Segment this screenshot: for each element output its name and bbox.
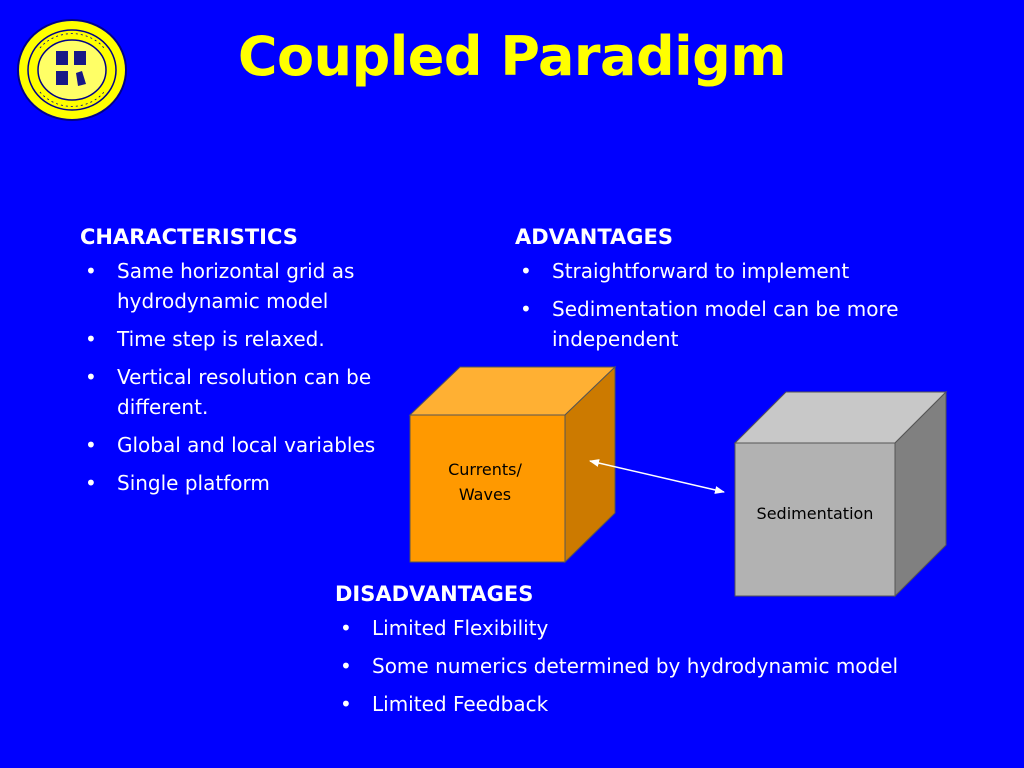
list-item-text: Some numerics determined by hydrodynamic… bbox=[372, 654, 899, 678]
advantages-list: • Straightforward to implement • Sedimenta… bbox=[515, 256, 975, 354]
list-item: • Some numerics determined by hydrodynami… bbox=[335, 651, 1015, 681]
list-item: • Vertical resolution can be different. bbox=[80, 362, 410, 422]
disadvantages-list: • Limited Flexibility • Some numerics dete… bbox=[335, 613, 1015, 719]
bullet-icon: • bbox=[85, 471, 97, 495]
bullet-icon: • bbox=[520, 259, 532, 283]
bullet-icon: • bbox=[340, 616, 352, 640]
bullet-icon: • bbox=[340, 654, 352, 678]
characteristics-heading: CHARACTERISTICS bbox=[80, 225, 298, 249]
sedimentation-label: Sedimentation bbox=[757, 504, 874, 523]
list-item: • Limited Flexibility bbox=[335, 613, 1015, 643]
disadvantages-section: DISADVANTAGES • Limited Flexibility • Some… bbox=[335, 580, 1015, 727]
characteristics-section: CHARACTERISTICS • Same horizontal grid as… bbox=[80, 223, 410, 506]
slide-title: Coupled Paradigm bbox=[237, 25, 787, 88]
list-item: • Sedimentation model can be more indepen… bbox=[515, 294, 975, 354]
list-item: • Single platform bbox=[80, 468, 410, 498]
list-item-text: Limited Flexibility bbox=[372, 616, 549, 640]
sedimentation-cube: Sedimentation bbox=[733, 390, 948, 598]
advantages-heading: ADVANTAGES bbox=[515, 225, 673, 249]
list-item-text: Limited Feedback bbox=[372, 692, 549, 716]
nrl-seal-icon bbox=[17, 19, 127, 121]
currents-waves-label-line1: Currents/ bbox=[448, 460, 522, 479]
list-item: • Same horizontal grid as hydrodynamic mo… bbox=[80, 256, 410, 316]
list-item-text: Single platform bbox=[117, 471, 270, 495]
bullet-icon: • bbox=[520, 297, 532, 321]
bullet-icon: • bbox=[85, 433, 97, 457]
list-item-text: Time step is relaxed. bbox=[117, 327, 325, 351]
characteristics-list: • Same horizontal grid as hydrodynamic mo… bbox=[80, 256, 410, 498]
list-item: • Global and local variables bbox=[80, 430, 410, 460]
list-item-text: Global and local variables bbox=[117, 433, 376, 457]
list-item: • Limited Feedback bbox=[335, 689, 1015, 719]
currents-waves-cube: Currents/ Waves bbox=[408, 365, 617, 564]
bullet-icon: • bbox=[85, 365, 97, 389]
list-item-text: Same horizontal grid as hydrodynamic mod… bbox=[117, 259, 355, 313]
bullet-icon: • bbox=[340, 692, 352, 716]
advantages-section: ADVANTAGES • Straightforward to implement… bbox=[515, 223, 975, 362]
list-item: • Time step is relaxed. bbox=[80, 324, 410, 354]
currents-waves-label-line2: Waves bbox=[459, 485, 511, 504]
bullet-icon: • bbox=[85, 327, 97, 351]
list-item-text: Vertical resolution can be different. bbox=[117, 365, 372, 419]
coupling-arrow bbox=[589, 459, 725, 494]
list-item-text: Straightforward to implement bbox=[552, 259, 850, 283]
disadvantages-heading: DISADVANTAGES bbox=[335, 582, 534, 606]
bullet-icon: • bbox=[85, 259, 97, 283]
list-item-text: Sedimentation model can be more independ… bbox=[552, 297, 899, 351]
list-item: • Straightforward to implement bbox=[515, 256, 975, 286]
